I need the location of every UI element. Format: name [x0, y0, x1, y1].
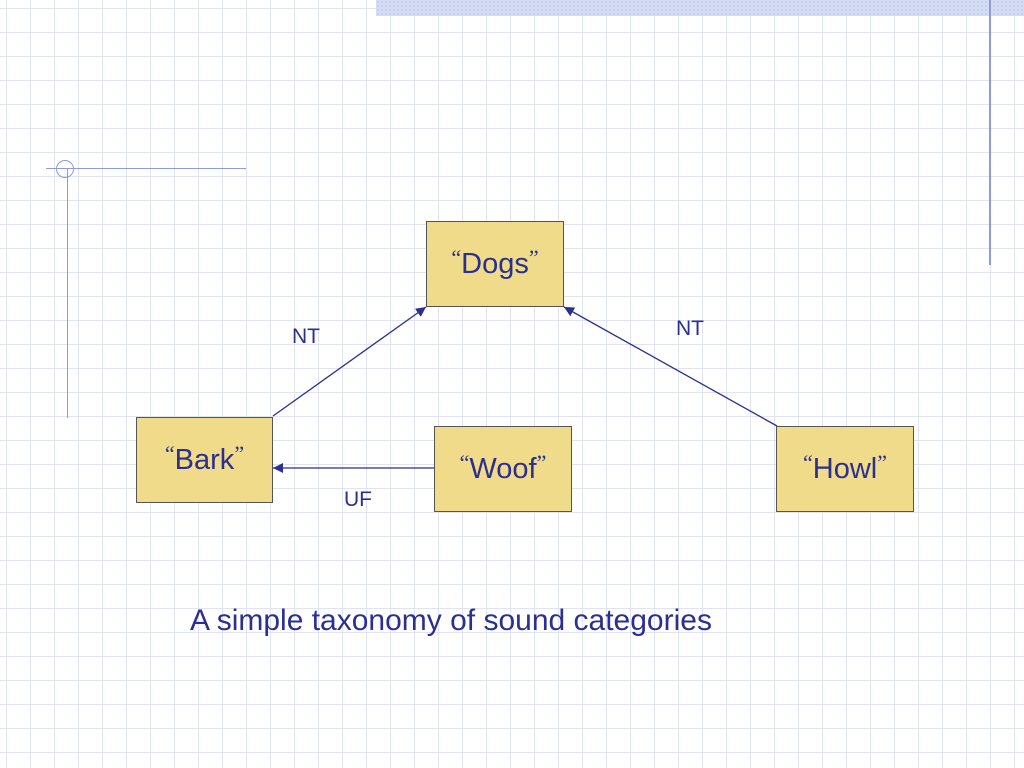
header-dotted-band [376, 0, 1024, 16]
node-howl-label: Howl [812, 452, 878, 485]
node-dogs: “Dogs” [426, 221, 564, 307]
open-quote: “ [451, 245, 462, 270]
left-accent-vertical-line [67, 168, 68, 418]
node-bark-label: Bark [174, 443, 235, 476]
edge-label-woof-bark: UF [344, 488, 372, 511]
open-quote: “ [164, 441, 175, 466]
slide-caption: A simple taxonomy of sound categories [190, 604, 712, 637]
open-quote: “ [803, 450, 813, 475]
accent-circle [56, 160, 74, 178]
open-quote: “ [459, 450, 470, 475]
close-quote: ” [234, 441, 245, 466]
left-accent-horizontal-line [46, 168, 246, 169]
close-quote: ” [528, 245, 539, 270]
close-quote: ” [877, 450, 887, 475]
node-woof-label: Woof [469, 452, 537, 485]
node-howl: “Howl” [776, 426, 914, 512]
edge-label-howl-dogs: NT [676, 317, 704, 340]
right-accent-line [989, 0, 991, 265]
arrow-bark-to-dogs [272, 306, 427, 417]
edge-label-bark-dogs: NT [292, 325, 320, 348]
node-woof: “Woof” [434, 426, 572, 512]
arrow-howl-to-dogs [563, 306, 778, 427]
node-dogs-label: Dogs [461, 247, 529, 280]
node-bark: “Bark” [136, 417, 273, 503]
close-quote: ” [536, 450, 547, 475]
